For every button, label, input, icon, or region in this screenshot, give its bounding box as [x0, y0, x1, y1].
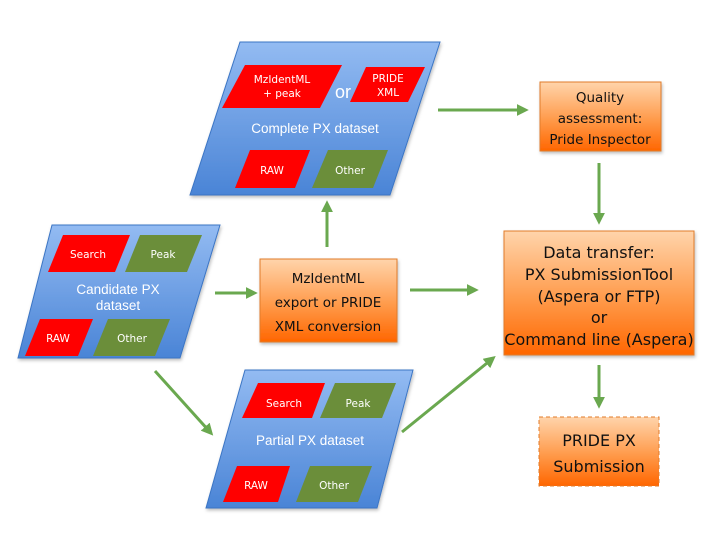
- chip-raw-label: RAW: [260, 165, 284, 177]
- chip-search: [48, 235, 130, 272]
- chip-mzidentml-peak: [222, 65, 342, 108]
- partial-dataset-label: Partial PX dataset: [256, 433, 364, 448]
- transfer-line4: or: [591, 308, 608, 327]
- quality-box-shape: [539, 81, 662, 152]
- conversion-line3: XML conversion: [275, 319, 381, 335]
- chip-other: [93, 319, 170, 356]
- chip-pride-line1: PRIDE: [372, 73, 403, 85]
- candidate-dataset-label-line1: Candidate PX: [76, 282, 159, 297]
- chip-other-label: Other: [117, 333, 147, 345]
- chip-mzidentml-line1: MzIdentML: [254, 74, 311, 86]
- transfer-line2: PX SubmissionTool: [525, 265, 673, 284]
- chip-search: [242, 383, 325, 418]
- transfer-line5: Command line (Aspera): [504, 330, 693, 349]
- chip-raw-label: RAW: [46, 333, 70, 345]
- complete-dataset-label: Complete PX dataset: [251, 121, 379, 136]
- transfer-box-shape: [503, 230, 695, 356]
- chip-peak-label: Peak: [346, 398, 372, 410]
- quality-line3: Pride Inspector: [549, 132, 651, 148]
- or-label: or: [335, 82, 351, 102]
- arrow-candidate-to-partial: [153, 369, 214, 436]
- transfer-line1: Data transfer:: [543, 243, 655, 262]
- chip-raw-label: RAW: [244, 480, 268, 492]
- arrows: [153, 104, 605, 436]
- conversion-box-shape: [259, 258, 398, 343]
- complete-dataset-shape: [189, 41, 441, 196]
- chip-peak: [125, 235, 202, 272]
- chip-pride-xml: [350, 67, 425, 102]
- chip-other: [312, 150, 388, 188]
- conversion-box: MzIdentML export or PRIDE XML conversion: [259, 258, 398, 343]
- chip-raw: [223, 466, 290, 502]
- submission-line1: PRIDE PX: [562, 431, 636, 450]
- partial-px-dataset: Search Peak Partial PX dataset RAW Other: [205, 369, 414, 509]
- chip-search-label: Search: [70, 249, 106, 261]
- chip-other-label: Other: [319, 480, 349, 492]
- candidate-dataset-label-line2: dataset: [96, 298, 141, 313]
- chip-search-label: Search: [266, 398, 302, 410]
- pride-px-submission-box: PRIDE PX Submission: [538, 416, 660, 487]
- chip-peak-label: Peak: [151, 249, 177, 261]
- submission-box-shape: [538, 416, 660, 487]
- chip-raw: [25, 319, 93, 356]
- transfer-line3: (Aspera or FTP): [537, 287, 660, 306]
- quality-line1: Quality: [576, 90, 624, 106]
- submission-line2: Submission: [553, 457, 645, 476]
- quality-line2: assessment:: [558, 111, 643, 127]
- chip-pride-line2: XML: [377, 87, 399, 99]
- data-transfer-box: Data transfer: PX SubmissionTool (Aspera…: [503, 230, 695, 356]
- chip-peak: [320, 383, 396, 418]
- chip-other-label: Other: [335, 165, 365, 177]
- conversion-line2: export or PRIDE: [275, 295, 382, 311]
- quality-assessment-box: Quality assessment: Pride Inspector: [539, 81, 662, 152]
- conversion-line1: MzIdentML: [292, 271, 365, 287]
- chip-other: [296, 466, 372, 502]
- candidate-px-dataset: Search Peak Candidate PX dataset RAW Oth…: [17, 224, 221, 359]
- chip-mzidentml-line2: + peak: [263, 88, 302, 100]
- chip-raw: [235, 150, 310, 188]
- complete-px-dataset: MzIdentML + peak or PRIDE XML Complete P…: [189, 41, 441, 196]
- arrow-partial-to-transfer: [401, 355, 496, 434]
